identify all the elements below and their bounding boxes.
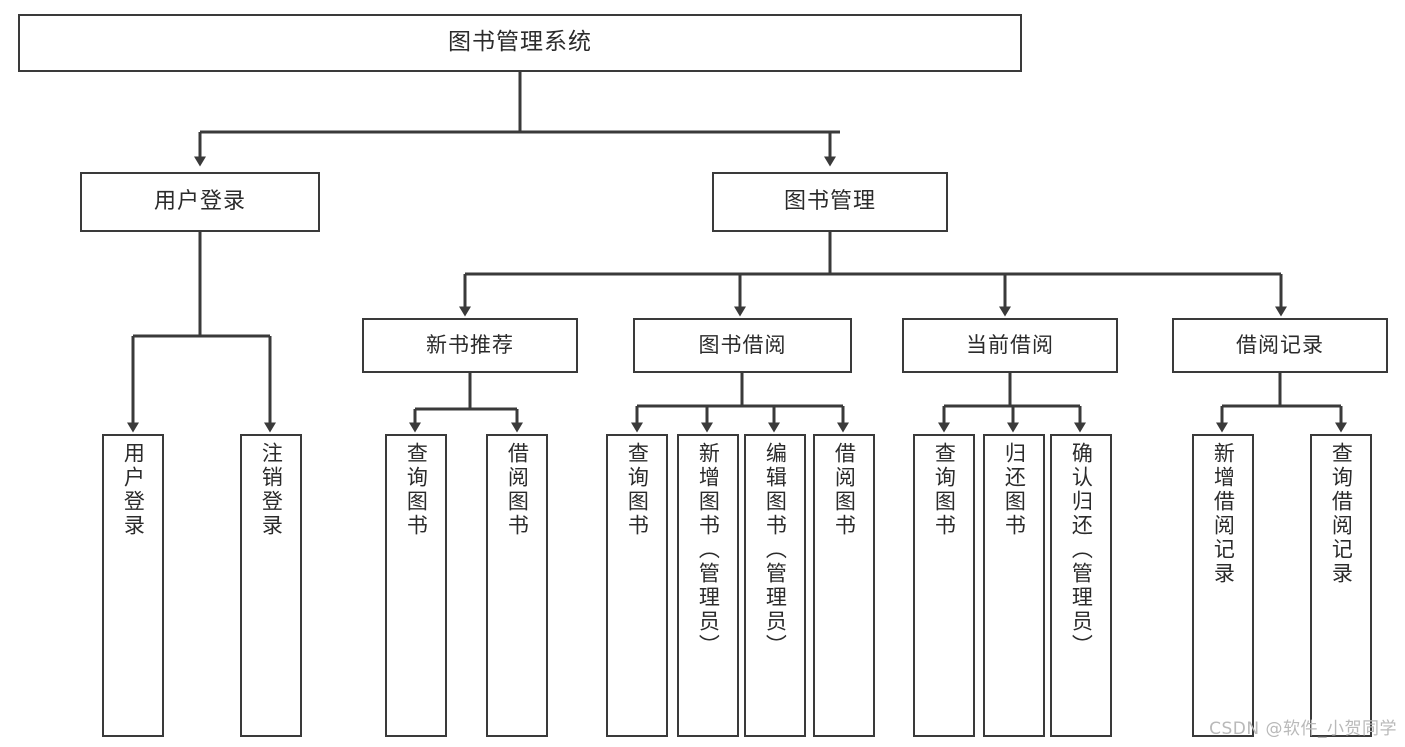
node-root-label: 图书管理系统 xyxy=(448,29,592,56)
node-leaf-borrow-book-borrow-label: 借阅图书 xyxy=(832,442,857,538)
node-leaf-add-book-admin[interactable]: 新增图书（管理员） xyxy=(677,434,739,737)
node-leaf-query-book-new-label: 查询图书 xyxy=(404,442,429,538)
node-leaf-add-borrow-record[interactable]: 新增借阅记录 xyxy=(1192,434,1254,737)
node-leaf-confirm-return-admin[interactable]: 确认归还（管理员） xyxy=(1050,434,1112,737)
node-leaf-edit-book-admin-label: 编辑图书（管理员） xyxy=(763,442,788,658)
node-leaf-add-borrow-record-label: 新增借阅记录 xyxy=(1211,442,1236,586)
node-leaf-query-book-borrow-label: 查询图书 xyxy=(625,442,650,538)
node-leaf-query-book-current[interactable]: 查询图书 xyxy=(913,434,975,737)
node-leaf-borrow-book-new-label: 借阅图书 xyxy=(505,442,530,538)
node-leaf-query-book-new[interactable]: 查询图书 xyxy=(385,434,447,737)
node-borrow-record[interactable]: 借阅记录 xyxy=(1172,318,1388,373)
node-leaf-user-login[interactable]: 用户登录 xyxy=(102,434,164,737)
node-current-borrow-label: 当前借阅 xyxy=(966,333,1054,358)
node-leaf-logout-login-label: 注销登录 xyxy=(259,442,284,538)
node-leaf-borrow-book-borrow[interactable]: 借阅图书 xyxy=(813,434,875,737)
node-borrow-record-label: 借阅记录 xyxy=(1236,333,1324,358)
node-leaf-user-login-label: 用户登录 xyxy=(121,442,146,538)
node-new-book-recommend-label: 新书推荐 xyxy=(426,333,514,358)
node-book-management-label: 图书管理 xyxy=(783,189,876,215)
node-new-book-recommend[interactable]: 新书推荐 xyxy=(362,318,578,373)
node-leaf-query-book-current-label: 查询图书 xyxy=(932,442,957,538)
node-leaf-query-borrow-record-label: 查询借阅记录 xyxy=(1329,442,1354,586)
node-leaf-query-borrow-record[interactable]: 查询借阅记录 xyxy=(1310,434,1372,737)
node-leaf-query-book-borrow[interactable]: 查询图书 xyxy=(606,434,668,737)
node-leaf-borrow-book-new[interactable]: 借阅图书 xyxy=(486,434,548,737)
node-book-borrow-label: 图书借阅 xyxy=(698,333,787,358)
node-leaf-add-book-admin-label: 新增图书（管理员） xyxy=(696,442,721,658)
node-leaf-logout-login[interactable]: 注销登录 xyxy=(240,434,302,737)
csdn-watermark: CSDN @软件_小贺同学 xyxy=(1209,719,1397,739)
node-user-login[interactable]: 用户登录 xyxy=(80,172,320,232)
node-book-management[interactable]: 图书管理 xyxy=(712,172,948,232)
node-leaf-confirm-return-admin-label: 确认归还（管理员） xyxy=(1069,442,1094,658)
node-root-book-management-system[interactable]: 图书管理系统 xyxy=(18,14,1022,72)
node-book-borrow[interactable]: 图书借阅 xyxy=(633,318,852,373)
node-leaf-return-book-label: 归还图书 xyxy=(1002,442,1027,538)
node-leaf-return-book[interactable]: 归还图书 xyxy=(983,434,1045,737)
node-user-login-label: 用户登录 xyxy=(153,189,246,215)
node-current-borrow[interactable]: 当前借阅 xyxy=(902,318,1118,373)
node-leaf-edit-book-admin[interactable]: 编辑图书（管理员） xyxy=(744,434,806,737)
